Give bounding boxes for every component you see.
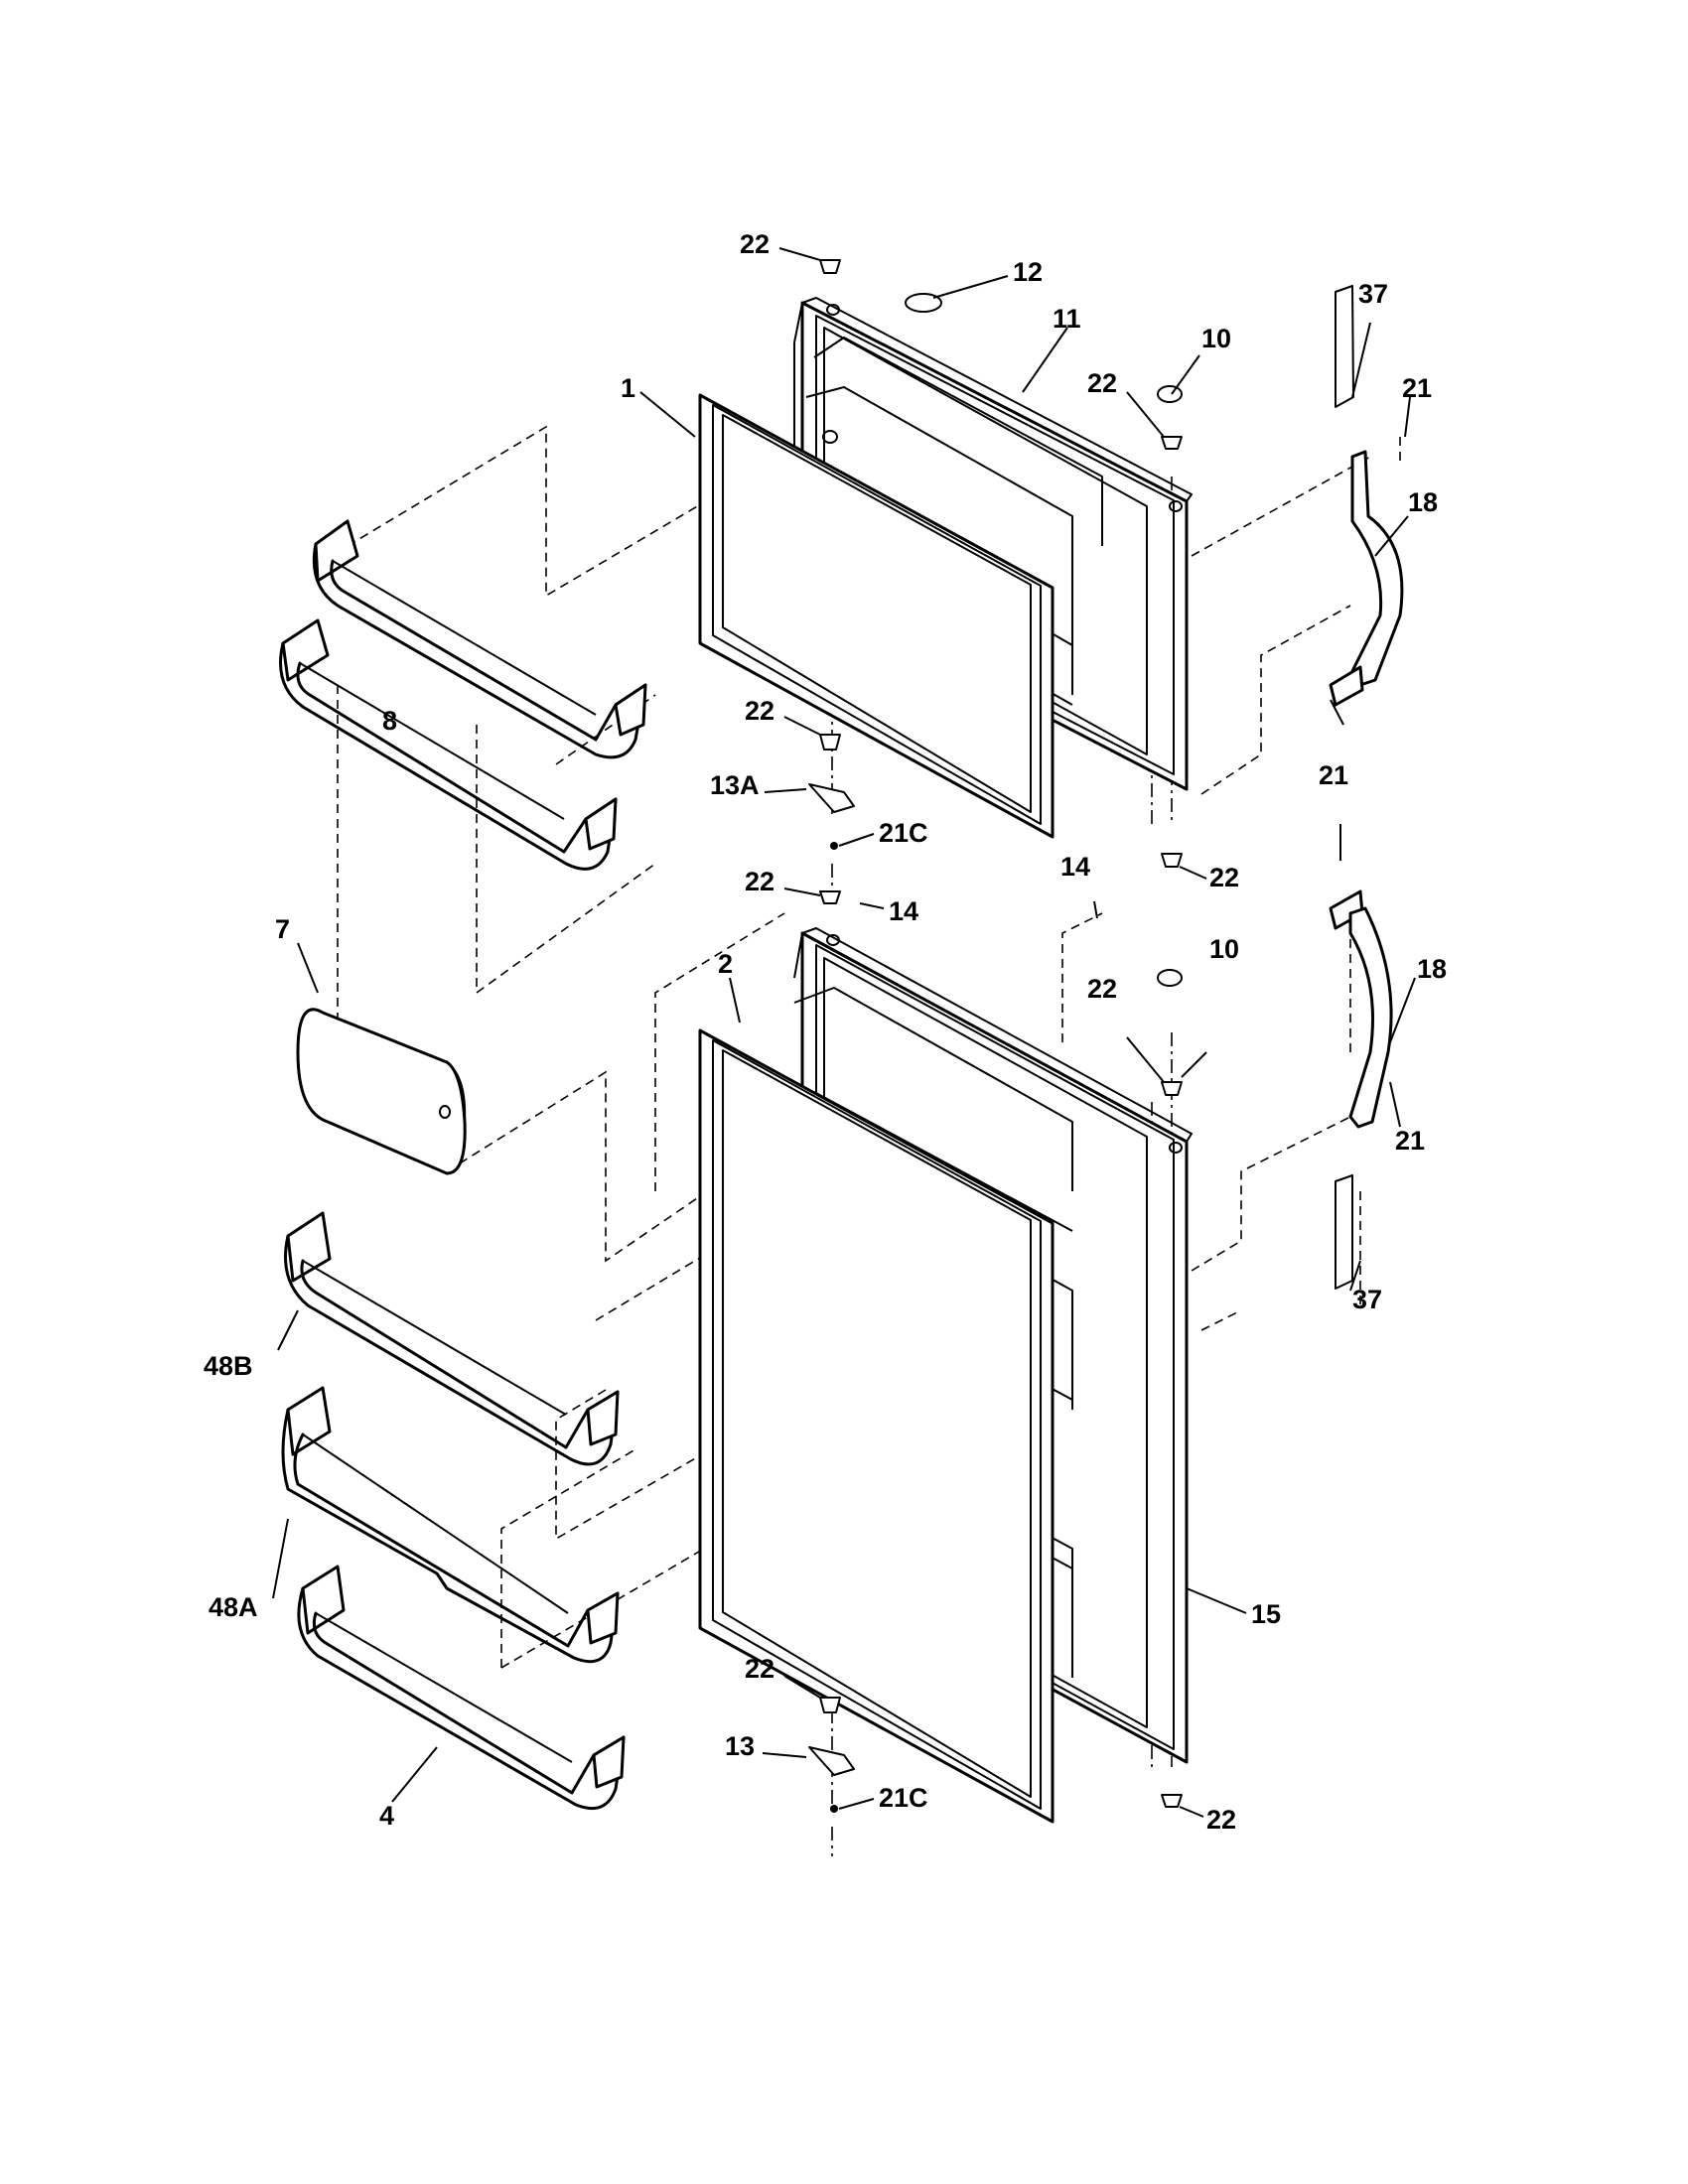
shelf-8-upper	[312, 519, 647, 759]
label-10: 10	[1201, 324, 1231, 353]
label-22: 22	[1209, 863, 1239, 892]
label-18: 18	[1417, 954, 1447, 984]
handle-18-lower	[1329, 889, 1393, 1290]
label-21: 21	[1395, 1126, 1425, 1156]
label-22: 22	[745, 1654, 774, 1684]
shelf-8-lower	[279, 618, 618, 871]
label-21: 21	[1319, 760, 1348, 790]
label-22: 22	[745, 696, 774, 726]
fresh-food-gasket-2	[698, 1028, 1055, 1824]
label-11: 11	[1053, 304, 1081, 334]
label-12: 12	[1013, 257, 1043, 287]
shelf-48b	[284, 1211, 620, 1466]
label-21C: 21C	[879, 1783, 928, 1813]
label-48A: 48A	[209, 1592, 258, 1622]
shelf-48a	[281, 1386, 620, 1664]
freezer-gasket-1	[698, 393, 1055, 839]
label-4: 4	[379, 1801, 394, 1831]
leaders	[272, 247, 1416, 1818]
label-13: 13	[725, 1731, 755, 1761]
label-21: 21	[1402, 373, 1432, 403]
dairy-door-7	[296, 1008, 467, 1175]
handle-18-upper	[1329, 285, 1404, 707]
label-37: 37	[1358, 279, 1388, 309]
label-7: 7	[275, 914, 290, 944]
label-13A: 13A	[710, 770, 760, 800]
label-22: 22	[745, 867, 774, 896]
label-10: 10	[1209, 934, 1239, 964]
label-14: 14	[889, 896, 918, 926]
label-1: 1	[621, 373, 635, 403]
label-8: 8	[382, 706, 397, 736]
shelf-4	[297, 1565, 626, 1810]
label-22: 22	[1206, 1805, 1236, 1835]
label-22: 22	[740, 229, 770, 259]
label-14: 14	[1060, 852, 1090, 882]
label-48B: 48B	[204, 1351, 253, 1381]
label-2: 2	[718, 949, 733, 979]
label-18: 18	[1408, 487, 1438, 517]
hardware	[808, 259, 1183, 1813]
label-21C: 21C	[879, 818, 928, 848]
label-37: 37	[1352, 1285, 1382, 1314]
label-22: 22	[1087, 974, 1117, 1004]
part-labels: 22 12 11 10 22 1 37 21 18 8 22 13A 21C 2…	[204, 229, 1447, 1835]
label-15: 15	[1251, 1599, 1281, 1629]
label-22: 22	[1087, 368, 1117, 398]
